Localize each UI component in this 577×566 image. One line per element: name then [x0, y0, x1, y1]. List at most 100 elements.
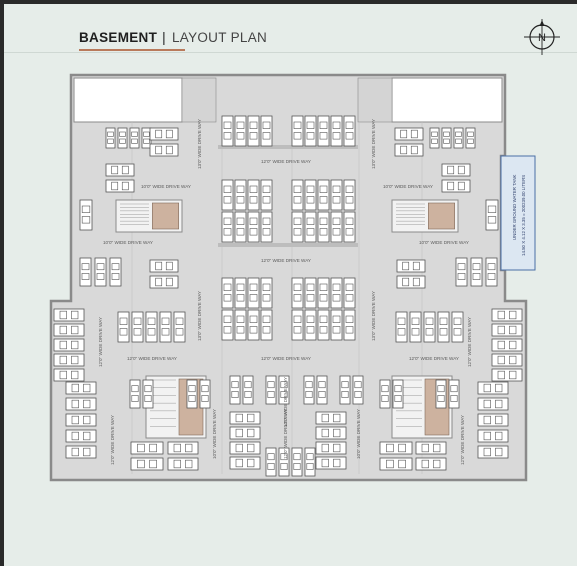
parked-car-icon: [109, 257, 122, 287]
car-windshield: [133, 317, 142, 325]
car-body: [199, 379, 211, 409]
car-rear-window: [236, 228, 245, 236]
driveway-label: 12'0" WIDE DRIVE WAY: [127, 356, 177, 361]
car-body: [317, 277, 330, 309]
car-windshield: [341, 381, 349, 389]
parked-car-icon: [317, 115, 330, 147]
parked-car-icon: [330, 211, 343, 243]
car-body: [415, 457, 447, 471]
parked-car-icon: [441, 179, 471, 193]
car-windshield: [236, 121, 245, 129]
car-rear-window: [223, 228, 232, 236]
car-rear-window: [247, 443, 255, 453]
car-body: [234, 309, 247, 341]
car-body: [234, 211, 247, 243]
parked-car-icon: [221, 211, 234, 243]
car-body: [109, 257, 122, 287]
car-body: [477, 429, 509, 443]
car-rear-window: [249, 132, 258, 140]
car-rear-window: [223, 294, 232, 302]
car-body: [53, 323, 85, 337]
car-rear-window: [345, 132, 354, 140]
car-rear-window: [509, 355, 517, 365]
car-body: [315, 441, 347, 455]
car-rear-window: [96, 273, 105, 280]
car-body: [379, 441, 413, 455]
car-windshield: [306, 217, 315, 225]
parked-car-icon: [149, 259, 179, 273]
car-body: [291, 447, 303, 477]
car-body: [229, 441, 261, 455]
parked-car-icon: [379, 457, 413, 471]
car-rear-window: [431, 138, 438, 144]
car-rear-window: [495, 431, 503, 441]
parked-car-icon: [79, 199, 93, 231]
car-body: [441, 179, 471, 193]
car-windshield: [236, 185, 245, 193]
car-windshield: [345, 217, 354, 225]
parked-car-icon: [330, 115, 343, 147]
parked-car-icon: [265, 447, 277, 477]
car-body: [149, 275, 179, 289]
car-body: [247, 115, 260, 147]
car-rear-window: [71, 355, 79, 365]
car-windshield: [71, 431, 79, 441]
car-body: [315, 411, 347, 425]
car-body: [291, 277, 304, 309]
parked-car-icon: [429, 127, 440, 149]
parked-car-icon: [94, 257, 107, 287]
car-body: [130, 457, 164, 471]
parked-car-icon: [221, 309, 234, 341]
car-body: [485, 257, 498, 287]
car-body: [379, 457, 413, 471]
parked-car-icon: [229, 411, 261, 425]
parked-car-icon: [435, 379, 447, 409]
header-rule: [4, 52, 577, 53]
car-rear-window: [332, 132, 341, 140]
parked-car-icon: [79, 257, 92, 287]
car-windshield: [71, 399, 79, 409]
car-windshield: [249, 185, 258, 193]
car-rear-window: [280, 463, 288, 470]
car-rear-window: [439, 328, 448, 336]
car-windshield: [457, 263, 466, 271]
compass-letter: N: [538, 32, 546, 44]
car-body: [441, 127, 452, 149]
car-rear-window: [147, 328, 156, 336]
car-rear-window: [247, 428, 255, 438]
parked-car-icon: [491, 368, 523, 382]
car-rear-window: [267, 391, 275, 398]
car-windshield: [431, 131, 438, 137]
car-windshield: [447, 181, 455, 191]
car-rear-window: [293, 463, 301, 470]
car-rear-window: [81, 273, 90, 280]
driveway-label: 13'0" WIDE DRIVE WAY: [371, 119, 376, 169]
car-rear-window: [262, 196, 271, 204]
car-rear-window: [223, 132, 232, 140]
parked-car-icon: [316, 375, 328, 405]
car-windshield: [319, 315, 328, 323]
car-windshield: [59, 370, 67, 380]
car-windshield: [319, 121, 328, 129]
car-windshield: [305, 381, 313, 389]
car-body: [173, 311, 186, 343]
car-rear-window: [306, 326, 315, 334]
car-body: [221, 277, 234, 309]
parked-car-icon: [159, 311, 172, 343]
car-body: [234, 179, 247, 211]
car-windshield: [267, 381, 275, 389]
parked-car-icon: [65, 445, 97, 459]
car-rear-window: [332, 294, 341, 302]
car-body: [145, 311, 158, 343]
car-rear-window: [345, 196, 354, 204]
car-windshield: [143, 131, 150, 137]
parked-car-icon: [199, 379, 211, 409]
car-rear-window: [185, 459, 193, 469]
car-windshield: [354, 381, 362, 389]
car-windshield: [262, 217, 271, 225]
car-body: [394, 127, 424, 141]
car-rear-window: [306, 463, 314, 470]
car-rear-window: [319, 228, 328, 236]
car-windshield: [472, 263, 481, 271]
